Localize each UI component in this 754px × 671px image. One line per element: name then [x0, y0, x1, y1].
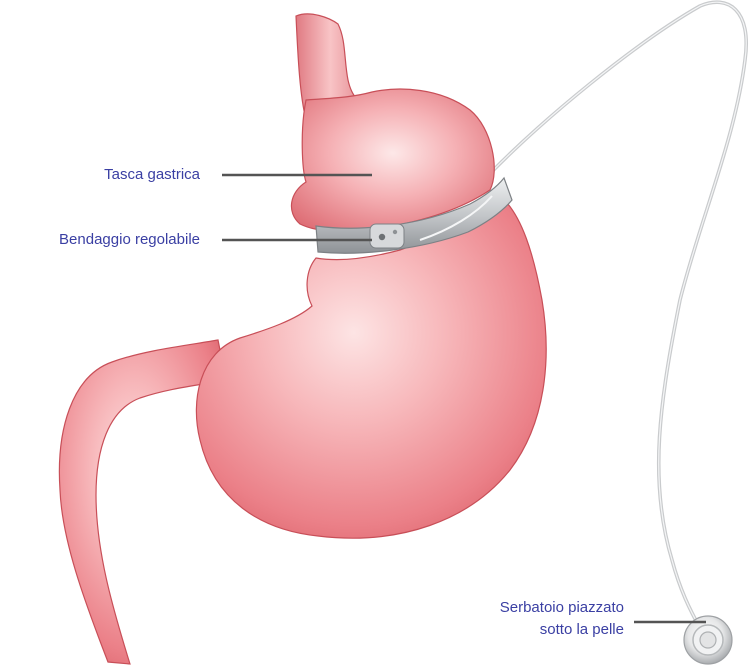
- pouch-label: Tasca gastrica: [104, 166, 201, 183]
- port-label-line-1: Serbatoio piazzato: [500, 599, 624, 616]
- band-label: Bendaggio regolabile: [59, 231, 200, 248]
- port-label-line-2: sotto la pelle: [540, 621, 624, 638]
